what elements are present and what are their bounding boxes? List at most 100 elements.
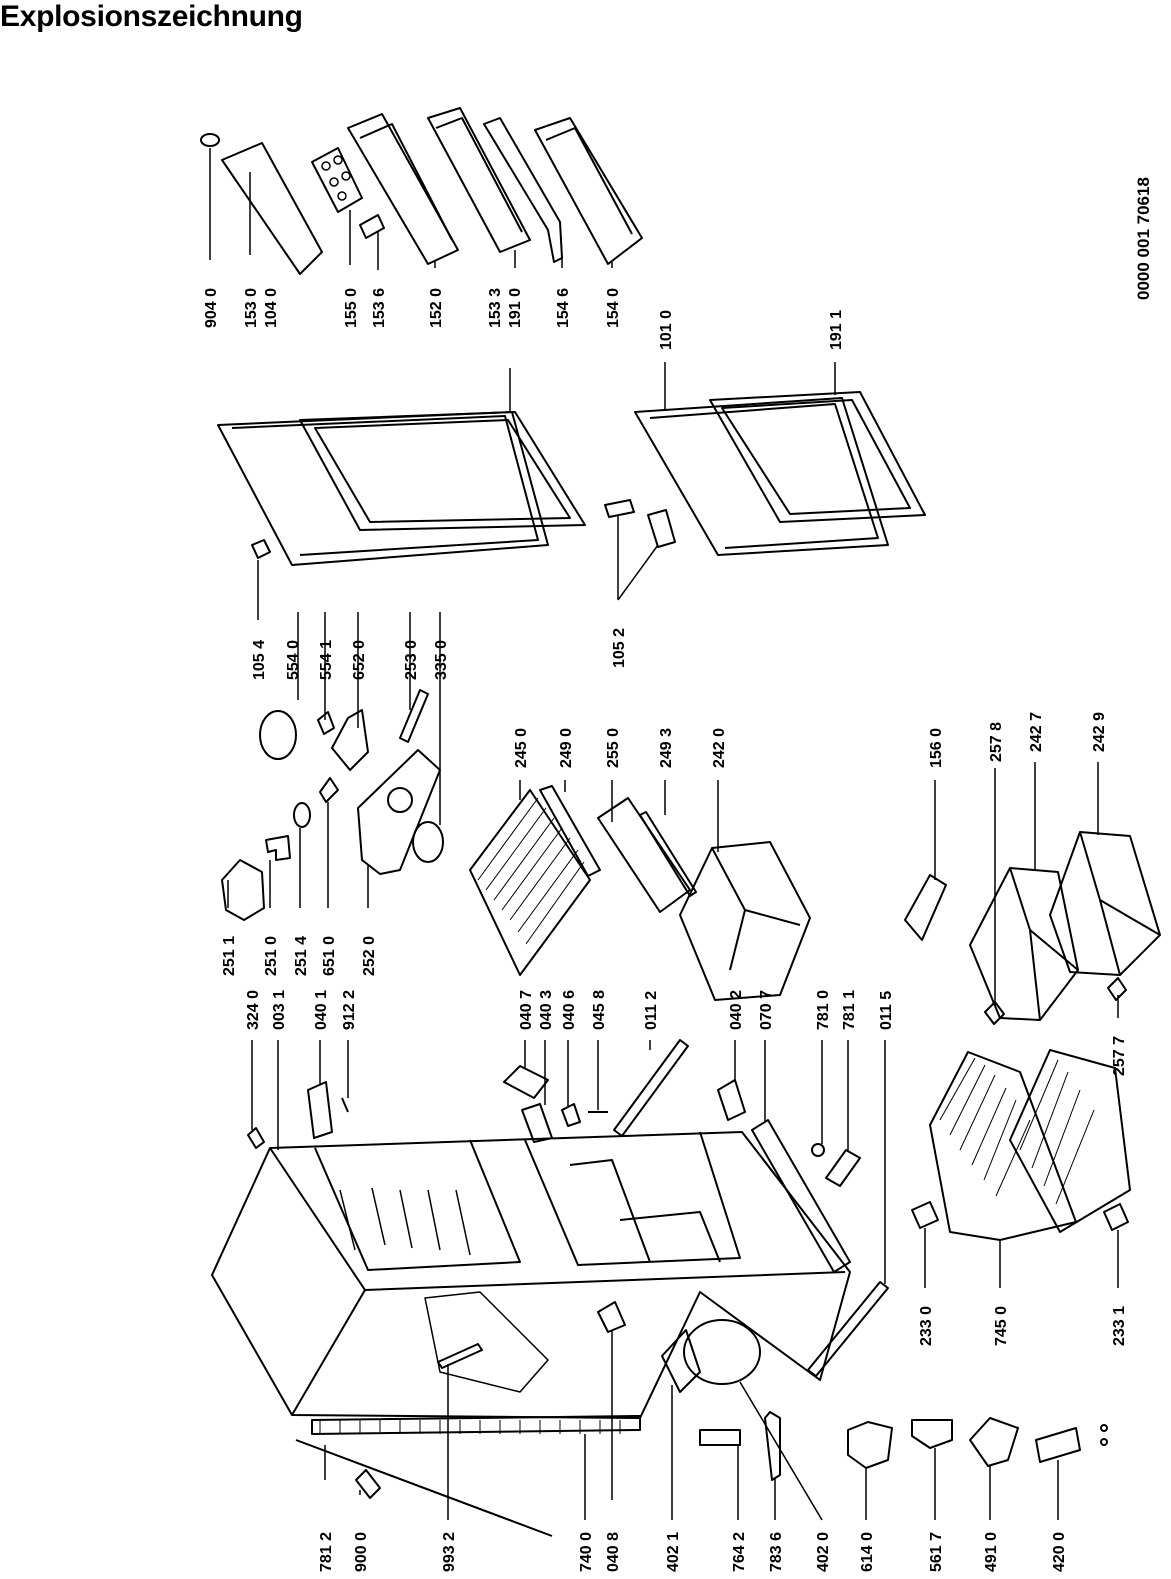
fridge-shelves [469, 785, 811, 1001]
part-label-040-2: 040 2 [728, 990, 745, 1030]
part-label-233-1: 233 1 [1111, 1306, 1128, 1346]
part-040-8-support [597, 1301, 626, 1333]
part-070-7-base-strip [751, 1119, 851, 1273]
part-781-2-drain-tube [295, 1439, 553, 1537]
part-label-153-3: 153 3 [487, 288, 504, 328]
part-740-0-condenser [311, 1415, 641, 1435]
door-parts [200, 107, 643, 275]
part-label-614-0: 614 0 [859, 1532, 876, 1572]
part-257-8-clip [984, 1001, 1005, 1025]
part-040-3-middle-hinge [521, 1103, 553, 1143]
part-label-554-0: 554 0 [285, 640, 302, 680]
part-153-6-clip [359, 214, 385, 239]
part-label-105-4: 105 4 [251, 640, 268, 680]
part-040-7-hinge [503, 1065, 549, 1099]
part-label-040-8: 040 8 [605, 1532, 622, 1572]
part-155-0-egg-tray [311, 147, 363, 213]
part-label-245-0: 245 0 [513, 728, 530, 768]
part-label-783-6: 783 6 [768, 1532, 785, 1572]
part-label-257-8: 257 8 [988, 722, 1005, 762]
part-label-324-0: 324 0 [245, 990, 262, 1030]
part-651-0-bulb [319, 777, 339, 803]
part-156-0-ice-tray [904, 874, 947, 941]
part-614-0-fan [847, 1421, 893, 1469]
part-152-0-door-shelf [347, 113, 459, 265]
part-label-191-1: 191 1 [828, 310, 845, 350]
part-251-0-bracket [265, 835, 291, 861]
part-554-1-lamp-switch [317, 711, 335, 735]
part-label-011-5: 011 5 [878, 991, 895, 1030]
part-label-153-6: 153 6 [371, 288, 388, 328]
part-153-3-door-shelf [427, 107, 531, 253]
part-402-1-relay [661, 1329, 701, 1393]
part-561-7-connector [911, 1419, 953, 1449]
part-label-251-1: 251 1 [221, 936, 238, 976]
part-900-0-clip [355, 1469, 381, 1499]
part-242-0-crisper-drawer [679, 841, 811, 1001]
part-label-003-1: 003 1 [271, 990, 288, 1030]
part-105-2-hinge [604, 499, 635, 518]
part-label-652-0: 652 0 [351, 640, 368, 680]
freezer-wire-baskets [911, 1049, 1131, 1241]
part-745-0-wire-basket [929, 1051, 1077, 1241]
part-label-191-0: 191 0 [507, 288, 524, 328]
part-label-251-4: 251 4 [293, 936, 310, 976]
part-554-0-lamp-cover [259, 710, 297, 760]
part-011-5-rail [807, 1281, 889, 1377]
part-251-4-knob [293, 802, 311, 828]
part-040-6-washer [561, 1103, 581, 1127]
part-335-0-knob [412, 821, 444, 863]
part-191-1-freezer-gasket [709, 391, 926, 523]
part-label-252-0: 252 0 [361, 936, 378, 976]
part-label-402-0: 402 0 [815, 1532, 832, 1572]
part-label-105-2: 105 2 [611, 628, 628, 668]
part-label-781-0: 781 0 [815, 990, 832, 1030]
part-label-154-0: 154 0 [605, 288, 622, 328]
part-label-740-0: 740 0 [578, 1532, 595, 1572]
part-781-1-grille [825, 1149, 861, 1187]
part-label-104-0: 104 0 [263, 288, 280, 328]
bottom-parts [295, 1319, 1108, 1537]
part-040-2-bottom-hinge [717, 1079, 746, 1121]
part-label-335-0: 335 0 [433, 640, 450, 680]
part-label-561-7: 561 7 [928, 1532, 945, 1572]
part-label-745-0: 745 0 [993, 1306, 1010, 1346]
part-label-070-7: 070 7 [758, 990, 775, 1030]
leader-lines [209, 148, 1119, 1521]
part-label-101-0: 101 0 [658, 310, 675, 350]
part-251-1-thermostat [221, 859, 265, 921]
part-label-249-0: 249 0 [558, 728, 575, 768]
part-011-2-rail [613, 1039, 689, 1137]
part-label-781-2: 781 2 [318, 1532, 335, 1572]
part-191-0-door-gasket [299, 411, 586, 531]
part-label-554-1: 554 1 [318, 640, 335, 680]
part-label-402-1: 402 1 [665, 1532, 682, 1572]
part-993-2-sensor [437, 1343, 483, 1369]
part-label-011-2: 011 2 [643, 991, 660, 1030]
part-249-3-trim [639, 811, 697, 897]
part-label-045-8: 045 8 [591, 990, 608, 1030]
part-label-249-3: 249 3 [658, 728, 675, 768]
part-label-156-0: 156 0 [928, 728, 945, 768]
part-label-764-2: 764 2 [731, 1532, 748, 1572]
part-154-0-bottle-shelf [534, 117, 643, 265]
part-label-993-2: 993 2 [441, 1532, 458, 1572]
part-label-912-2: 912 2 [341, 990, 358, 1030]
part-label-155-0: 155 0 [343, 288, 360, 328]
part-040-1-top-hinge [307, 1081, 333, 1139]
part-label-420-0: 420 0 [1051, 1532, 1068, 1572]
page-title: Explosionszeichnung [0, 0, 303, 33]
part-label-152-0: 152 0 [428, 288, 445, 328]
part-label-154-6: 154 6 [555, 288, 572, 328]
part-label-242-9: 242 9 [1091, 712, 1108, 752]
part-252-0-control-housing [357, 749, 441, 875]
part-label-040-7: 040 7 [518, 990, 535, 1030]
part-242-7-freezer-basket [969, 867, 1079, 1021]
part-label-651-0: 651 0 [321, 936, 338, 976]
part-491-0-cover [969, 1417, 1019, 1467]
part-label-242-7: 242 7 [1028, 712, 1045, 752]
part-003-1-cabinet-body [211, 1131, 851, 1419]
part-249-0-shelf-trim [539, 785, 601, 877]
